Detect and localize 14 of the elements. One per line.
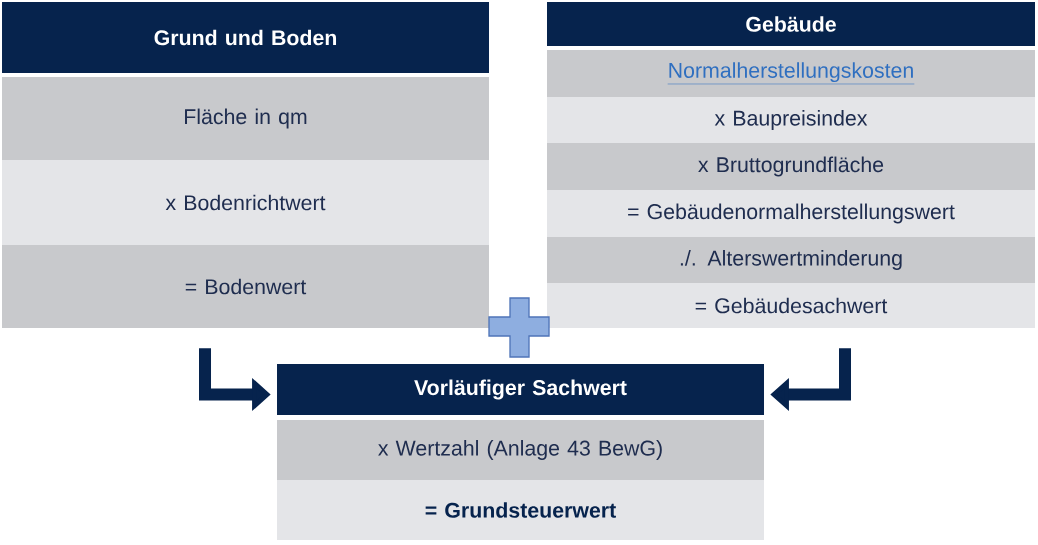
row-box: x Baupreisindex <box>547 97 1035 143</box>
row-box: = Gebäudesachwert <box>547 283 1035 328</box>
row-box: x Wertzahl (Anlage 43 BewG) <box>277 420 764 480</box>
result-box: = Grundsteuerwert <box>277 480 764 540</box>
row-box: = Bodenwert <box>2 245 489 328</box>
row-box: x Bruttogrundfläche <box>547 143 1035 190</box>
header-box: Gebäude <box>547 2 1035 46</box>
row-box: Normalherstellungskosten <box>547 50 1035 97</box>
header-box: Grund und Boden <box>2 2 489 73</box>
row-box: x Bodenrichtwert <box>2 160 489 245</box>
row-box: = Gebäudenormalherstellungswert <box>547 190 1035 237</box>
header-box: Vorläufiger Sachwert <box>277 364 764 415</box>
row-box: ./. Alterswertminderung <box>547 237 1035 283</box>
row-box: Fläche in qm <box>2 77 489 160</box>
